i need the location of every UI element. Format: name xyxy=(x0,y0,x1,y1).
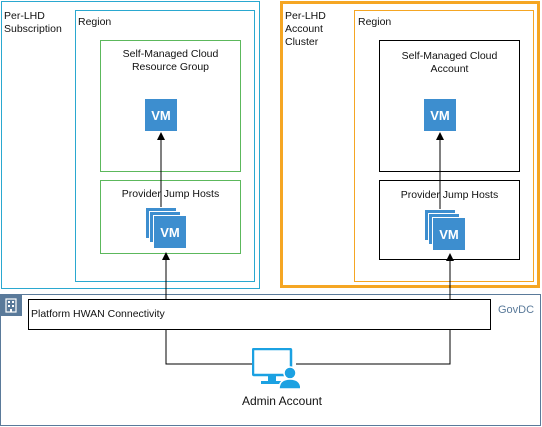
left-region-container xyxy=(75,10,255,282)
per-lhd-subscription-label: Per-LHD Subscription xyxy=(4,10,62,35)
resource-group-label: Self-Managed Cloud Resource Group xyxy=(122,48,219,73)
govdc-container xyxy=(0,294,541,426)
cloud-account-label: Self-Managed Cloud Account xyxy=(401,50,498,75)
per-lhd-account-cluster-container xyxy=(280,1,540,288)
cloud-account-box xyxy=(379,40,520,172)
right-region-label: Region xyxy=(358,16,392,28)
per-lhd-subscription-container xyxy=(1,1,260,289)
vm-stack-icon: VM xyxy=(153,215,187,249)
vm-stack-icon: VM xyxy=(432,217,466,251)
right-region-container xyxy=(354,10,534,282)
vm-icon: VM xyxy=(145,99,177,131)
hwan-connectivity-label: Platform HWAN Connectivity xyxy=(31,308,165,320)
left-jump-hosts-label: Provider Jump Hosts xyxy=(121,188,220,200)
left-region-label: Region xyxy=(78,16,112,28)
admin-to-hwan-right-line xyxy=(296,330,451,365)
left-jump-hosts-box xyxy=(100,180,241,254)
admin-to-hwan-left-line xyxy=(165,330,252,365)
govdc-label: GovDC xyxy=(498,304,535,316)
right-jump-hosts-label: Provider Jump Hosts xyxy=(400,189,499,201)
admin-account-label: Admin Account xyxy=(241,394,323,408)
hwan-connectivity-box xyxy=(28,299,491,330)
per-lhd-account-cluster-label: Per-LHD Account Cluster xyxy=(285,10,326,48)
vm-icon: VM xyxy=(424,99,456,131)
building-icon xyxy=(0,294,22,316)
admin-workstation-icon xyxy=(251,347,302,390)
resource-group-box xyxy=(100,40,241,172)
